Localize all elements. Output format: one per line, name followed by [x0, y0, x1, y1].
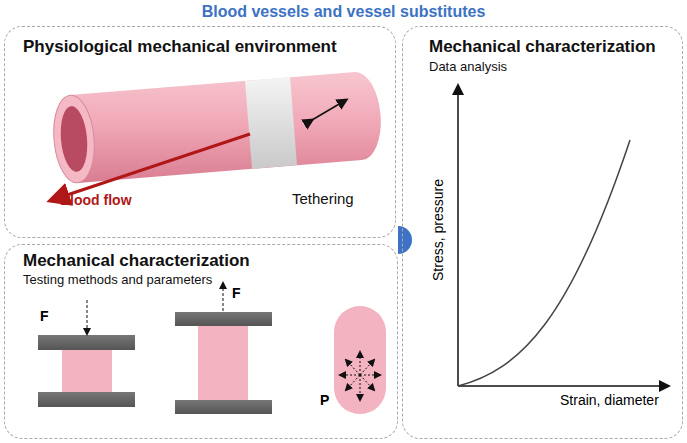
pressure-label: P: [320, 392, 329, 408]
force-label: F: [40, 308, 49, 324]
stress-strain-chart: [458, 86, 668, 386]
panel: Mechanical characterizationTesting metho…: [4, 244, 398, 439]
panel-heading: Mechanical characterization: [23, 251, 250, 271]
panel-heading: Mechanical characterization: [429, 37, 656, 57]
tethering-label: Tethering: [292, 190, 354, 207]
compression-test: [38, 300, 135, 407]
panel-subheading: Data analysis: [429, 59, 507, 74]
vessel: [50, 72, 381, 200]
force-label: F: [232, 285, 241, 301]
diagram-title: Blood vessels and vessel substitutes: [0, 3, 687, 21]
axis-label: Stress, pressure: [430, 179, 446, 281]
panel-heading: Physiological mechanical environment: [23, 37, 337, 57]
pressure-test: [334, 306, 386, 414]
flow-label: Blood flow: [60, 192, 132, 208]
panel-subheading: Testing methods and parameters: [23, 272, 212, 287]
axis-label: Strain, diameter: [560, 392, 659, 408]
flow-marker: [398, 226, 412, 254]
tensile-test: [175, 283, 272, 414]
